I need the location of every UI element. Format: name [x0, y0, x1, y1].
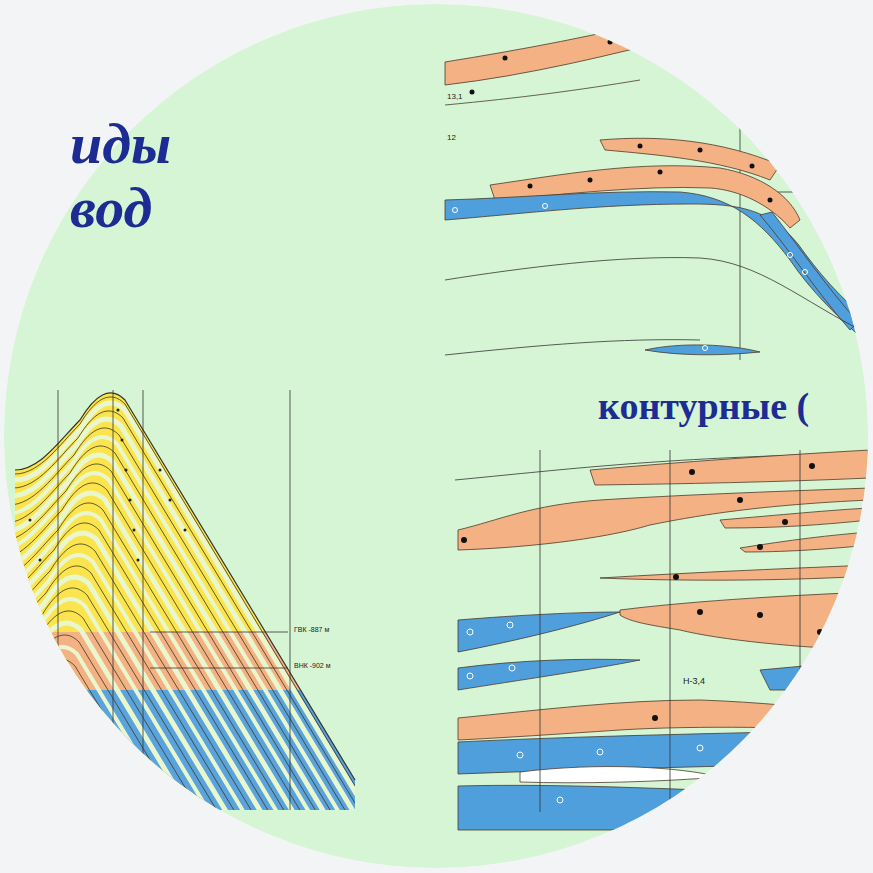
oil-lens — [600, 565, 870, 580]
anticline — [0, 380, 360, 873]
oil-dots — [461, 463, 833, 721]
water-lens — [458, 659, 640, 690]
top-section — [445, 15, 870, 360]
water-circles — [453, 204, 808, 351]
heading-text: вод — [70, 176, 152, 240]
disc-group — [0, 4, 870, 873]
bed-line — [445, 80, 640, 105]
water-bed — [445, 192, 870, 345]
contact-depth: ГВК -887 м — [293, 626, 330, 634]
well-lines — [540, 450, 800, 812]
oil-lens — [590, 450, 870, 485]
water-bed — [760, 212, 858, 330]
well-lines — [58, 390, 290, 810]
contact-depth: ВНК -902 м — [293, 662, 332, 670]
layer-index: 12 — [446, 134, 457, 143]
water-circles — [467, 622, 703, 803]
water-bed — [458, 785, 870, 830]
oil-bed — [445, 15, 690, 85]
strata — [0, 397, 360, 873]
oil-lens — [620, 592, 870, 650]
oil-dots — [470, 40, 773, 203]
well-dots — [29, 409, 187, 602]
clay-lens — [520, 767, 720, 783]
layer-index: Н-3,4 — [682, 677, 706, 687]
anticline-top — [15, 393, 355, 780]
layer-index: 13,1 — [446, 93, 464, 102]
bed-line — [445, 258, 870, 335]
water-lens — [458, 612, 620, 652]
section-title: контурные ( — [598, 386, 809, 428]
oil-lens — [740, 532, 870, 552]
water-bed — [458, 730, 870, 774]
heading-text: иды — [70, 112, 171, 176]
water-lens — [760, 660, 870, 690]
oil-lens — [458, 700, 870, 740]
water-lens — [645, 345, 760, 355]
oil-lens — [720, 508, 870, 528]
bottom-section — [455, 450, 870, 830]
